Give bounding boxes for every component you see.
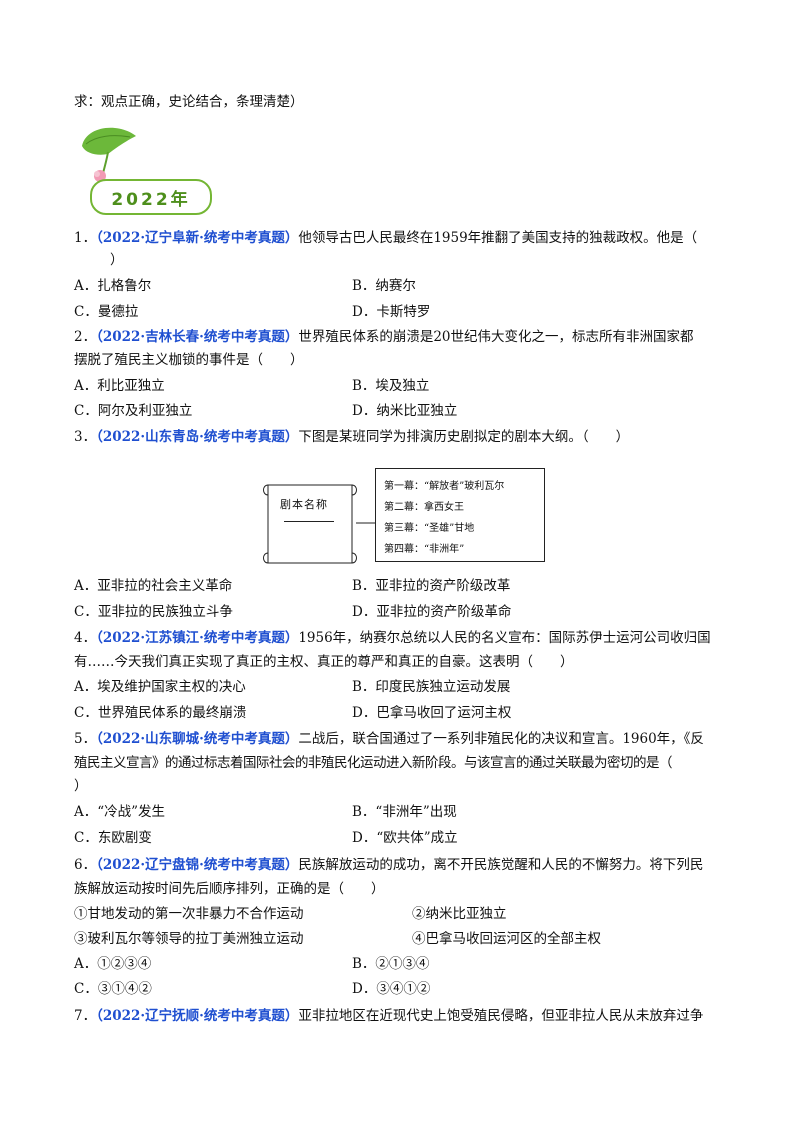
question-6-statement-1: ①甘地发动的第一次非暴力不合作运动: [74, 906, 304, 922]
question-1-option-d: D．卡斯特罗: [352, 304, 431, 320]
question-number: 2．: [74, 329, 97, 345]
question-4-stem-line-1: 4．（2022·江苏镇江·统考中考真题）1956年，纳赛尔总统以人民的名义宣布：…: [74, 628, 711, 648]
scroll-blank-line: [284, 521, 334, 522]
scroll-title: 剧本名称: [280, 498, 328, 511]
question-number: 6．: [74, 857, 97, 873]
question-source: （2022·山东聊城·统考中考真题）: [96, 731, 299, 747]
question-number: 3．: [74, 429, 97, 445]
question-6-stem-line-1: 6．（2022·辽宁盘锦·统考中考真题）民族解放运动的成功，离不开民族觉醒和人民…: [74, 855, 703, 875]
question-6-option-b: B．②①③④: [352, 956, 430, 972]
question-source: （2022·辽宁盘锦·统考中考真题）: [96, 857, 299, 873]
question-7-stem-line-1: 7．（2022·辽宁抚顺·统考中考真题）亚非拉地区在近现代史上饱受殖民侵略，但亚…: [74, 1006, 703, 1026]
question-3-option-c: C．亚非拉的民族独立斗争: [74, 604, 233, 620]
question-1-option-a: A．扎格鲁尔: [74, 278, 152, 294]
question-4-stem-line-2: 有……今天我们真正实现了真正的主权、真正的尊严和真正的自豪。这表明（ ）: [74, 654, 574, 670]
question-2-option-b: B．埃及独立: [352, 378, 430, 394]
question-number: 4．: [74, 630, 97, 646]
question-5-stem-line-1: 5．（2022·山东聊城·统考中考真题）二战后，联合国通过了一系列非殖民化的决议…: [74, 729, 704, 749]
acts-box: 第一幕：“解放者”玻利瓦尔 第二幕：拿西女王 第三幕：“圣雄”甘地 第四幕：“非…: [375, 468, 545, 562]
intro-text: 求：观点正确，史论结合，条理清楚）: [74, 94, 304, 110]
question-stem: 下图是某班同学为排演历史剧拟定的剧本大纲。（ ）: [298, 429, 630, 445]
question-2-option-d: D．纳米比亚独立: [352, 403, 458, 419]
question-1-stem-line-2: ）: [110, 252, 124, 268]
question-5-option-a: A．“冷战”发生: [74, 804, 166, 820]
year-badge-box: 2022年: [90, 179, 212, 215]
question-number: 7．: [74, 1008, 97, 1024]
question-6-option-c: C．③①④②: [74, 981, 152, 997]
act-2: 第二幕：拿西女王: [384, 502, 464, 513]
question-1-option-b: B．纳赛尔: [352, 278, 416, 294]
year-badge: 2022年: [78, 124, 218, 219]
question-3-option-a: A．亚非拉的社会主义革命: [74, 578, 233, 594]
question-1-stem-line-1: 1．（2022·辽宁阜新·统考中考真题）他领导古巴人民最终在1959年推翻了美国…: [74, 228, 697, 248]
act-3: 第三幕：“圣雄”甘地: [384, 523, 475, 534]
question-source: （2022·江苏镇江·统考中考真题）: [96, 630, 299, 646]
question-stem: 民族解放运动的成功，离不开民族觉醒和人民的不懈努力。将下列民: [298, 857, 704, 873]
question-3-option-d: D．亚非拉的资产阶级革命: [352, 604, 512, 620]
question-stem: 亚非拉地区在近现代史上饱受殖民侵略，但亚非拉人民从未放弃过争: [298, 1008, 704, 1024]
question-6-statement-2: ②纳米比亚独立: [412, 906, 507, 922]
question-6-stem-line-2: 族解放运动按时间先后顺序排列，正确的是（ ）: [74, 881, 385, 897]
question-stem: 他领导古巴人民最终在1959年推翻了美国支持的独裁政权。他是（: [298, 230, 698, 246]
question-4-option-a: A．埃及维护国家主权的决心: [74, 679, 246, 695]
act-1: 第一幕：“解放者”玻利瓦尔: [384, 481, 505, 492]
question-6-statement-3: ③玻利瓦尔等领导的拉丁美洲独立运动: [74, 931, 304, 947]
question-5-stem-line-3: ）: [74, 778, 88, 794]
question-stem: 1956年，纳赛尔总统以人民的名义宣布：国际苏伊士运河公司收归国: [298, 630, 711, 646]
question-6-option-d: D．③④①②: [352, 981, 431, 997]
question-2-option-a: A．利比亚独立: [74, 378, 165, 394]
question-5-option-d: D．“欧共体”成立: [352, 830, 458, 846]
question-source: （2022·辽宁抚顺·统考中考真题）: [96, 1008, 299, 1024]
question-3-option-b: B．亚非拉的资产阶级改革: [352, 578, 511, 594]
question-5-option-c: C．东欧剧变: [74, 830, 152, 846]
question-source: （2022·吉林长春·统考中考真题）: [96, 329, 299, 345]
question-source: （2022·山东青岛·统考中考真题）: [96, 429, 299, 445]
question-source: （2022·辽宁阜新·统考中考真题）: [96, 230, 299, 246]
question-2-stem-line-1: 2．（2022·吉林长春·统考中考真题）世界殖民体系的崩溃是20世纪伟大变化之一…: [74, 327, 694, 347]
question-5-stem-line-2: 殖民主义宣言》的通过标志着国际社会的非殖民化运动进入新阶段。与该宣言的通过关联最…: [74, 755, 673, 771]
question-number: 1．: [74, 230, 97, 246]
question-3-stem-line-1: 3．（2022·山东青岛·统考中考真题）下图是某班同学为排演历史剧拟定的剧本大纲…: [74, 427, 629, 447]
question-4-option-c: C．世界殖民体系的最终崩溃: [74, 705, 247, 721]
question-6-option-a: A．①②③④: [74, 956, 152, 972]
question-4-option-d: D．巴拿马收回了运河主权: [352, 705, 512, 721]
question-2-stem-line-2: 摆脱了殖民主义枷锁的事件是（ ）: [74, 352, 304, 368]
question-stem: 二战后，联合国通过了一系列非殖民化的决议和宣言。1960年，《反: [298, 731, 704, 747]
script-outline-diagram: 剧本名称 第一幕：“解放者”玻利瓦尔 第二幕：拿西女王 第三幕：“圣雄”甘地 第…: [260, 463, 545, 571]
question-2-option-c: C．阿尔及利亚独立: [74, 403, 193, 419]
question-6-statement-4: ④巴拿马收回运河区的全部主权: [412, 931, 601, 947]
scroll-icon: [263, 484, 375, 564]
question-stem: 世界殖民体系的崩溃是20世纪伟大变化之一，标志所有非洲国家都: [298, 329, 694, 345]
act-4: 第四幕：“非洲年”: [384, 544, 465, 555]
question-4-option-b: B．印度民族独立运动发展: [352, 679, 511, 695]
question-1-option-c: C．曼德拉: [74, 304, 139, 320]
question-number: 5．: [74, 731, 97, 747]
year-badge-label: 2022年: [111, 190, 191, 210]
question-5-option-b: B．“非洲年”出现: [352, 804, 457, 820]
